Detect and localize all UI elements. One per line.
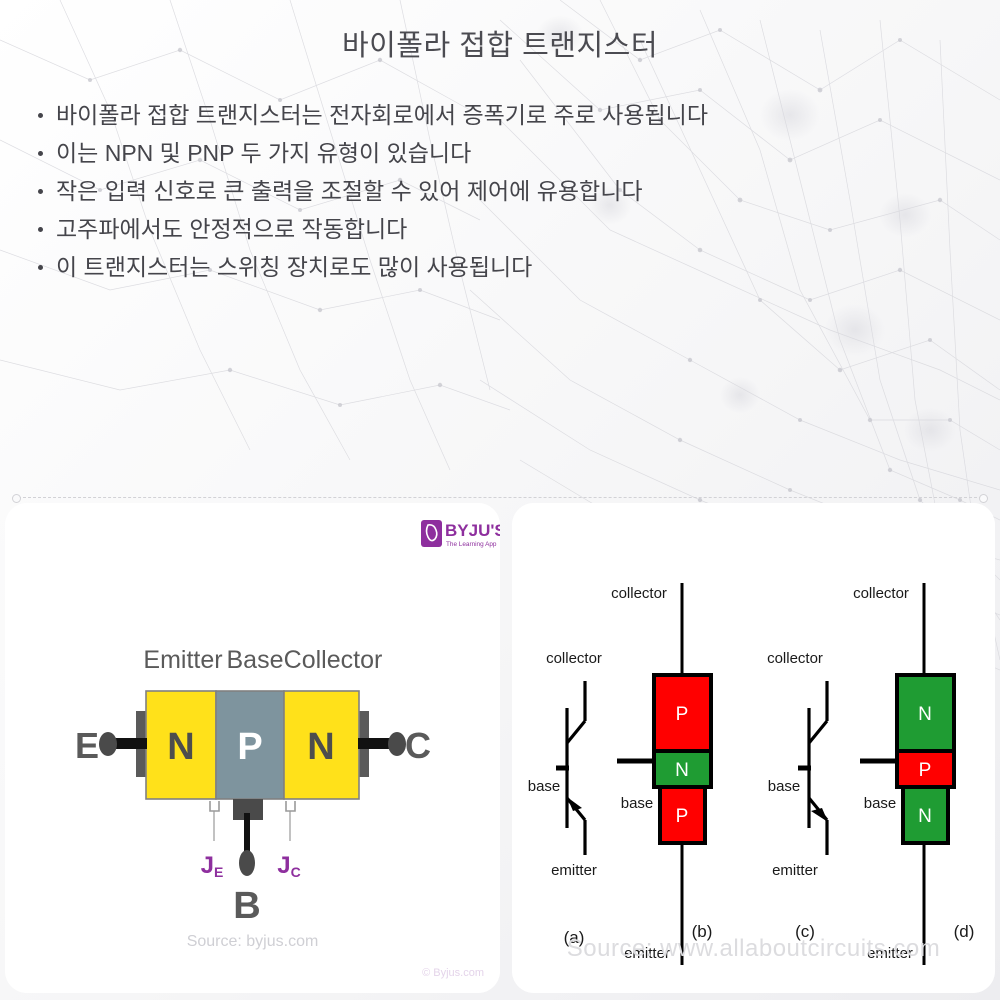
byjus-tagline-text: The Learning App [446, 541, 497, 548]
byjus-brand-text: BYJU'S [445, 521, 500, 540]
bullet-item: 작은 입력 신호로 큰 출력을 조절할 수 있어 제어에 유용합니다 [32, 172, 932, 210]
panel-b-letter-mid: N [675, 760, 689, 781]
base-terminal-label: B [233, 885, 260, 927]
base-p-letter: P [237, 726, 262, 768]
base-region-label: Base [227, 646, 284, 674]
npn-structure-figure-card: BYJU'S The Learning App Emitter Base Col… [5, 503, 500, 993]
panel-a-emitter-label: emitter [551, 862, 597, 879]
npn-structure-diagram: BYJU'S The Learning App Emitter Base Col… [5, 503, 500, 993]
panel-d-letter-bot: N [918, 806, 932, 827]
emitter-n-letter: N [167, 726, 194, 768]
panel-d-collector-label: collector [853, 585, 909, 602]
panel-a-caption: (a) [564, 928, 585, 947]
byjus-logo: BYJU'S The Learning App [421, 520, 500, 548]
bullet-item: 이는 NPN 및 PNP 두 가지 유형이 있습니다 [32, 134, 932, 172]
panel-a-base-label: base [528, 778, 561, 795]
bullet-list: 바이폴라 접합 트랜지스터는 전자회로에서 증폭기로 주로 사용됩니다 이는 N… [32, 96, 932, 286]
panel-b-emitter-label: emitter [624, 945, 670, 962]
bullet-item: 바이폴라 접합 트랜지스터는 전자회로에서 증폭기로 주로 사용됩니다 [32, 96, 932, 134]
collector-terminal-label: C [405, 725, 431, 766]
panel-b-collector-label: collector [611, 585, 667, 602]
bullet-item: 이 트랜지스터는 스위칭 장치로도 많이 사용됩니다 [32, 248, 932, 286]
panel-c-collector-label: collector [767, 650, 823, 667]
panel-a-collector-label: collector [546, 650, 602, 667]
panel-d-emitter-label: emitter [867, 945, 913, 962]
panel-c-emitter-label: emitter [772, 862, 818, 879]
panel-d-letter-mid: P [919, 760, 932, 781]
panel-c-caption: (c) [795, 922, 815, 941]
collector-n-letter: N [307, 726, 334, 768]
panel-b-letter-bot: P [676, 806, 689, 827]
panel-b-letter-top: P [676, 704, 689, 725]
panel-b-base-label: base [621, 795, 654, 812]
bjt-symbols-figure-card: collector base emitter (a) collector bas… [512, 503, 995, 993]
transistor-body: N P N [145, 690, 360, 800]
page-title: 바이폴라 접합 트랜지스터 [341, 30, 659, 62]
collector-region-label: Collector [284, 646, 383, 674]
emitter-region-label: Emitter [143, 646, 222, 674]
bjt-symbols-diagram: collector base emitter (a) collector bas… [512, 503, 995, 993]
section-divider [12, 494, 988, 503]
panel-c-base-label: base [768, 778, 801, 795]
panel-b-caption: (b) [692, 922, 713, 941]
bullet-item: 고주파에서도 안정적으로 작동합니다 [32, 210, 932, 248]
emitter-terminal-label: E [75, 725, 99, 766]
panel-d-caption: (d) [954, 922, 975, 941]
panel-d-base-label: base [864, 795, 897, 812]
panel-d-letter-top: N [918, 704, 932, 725]
